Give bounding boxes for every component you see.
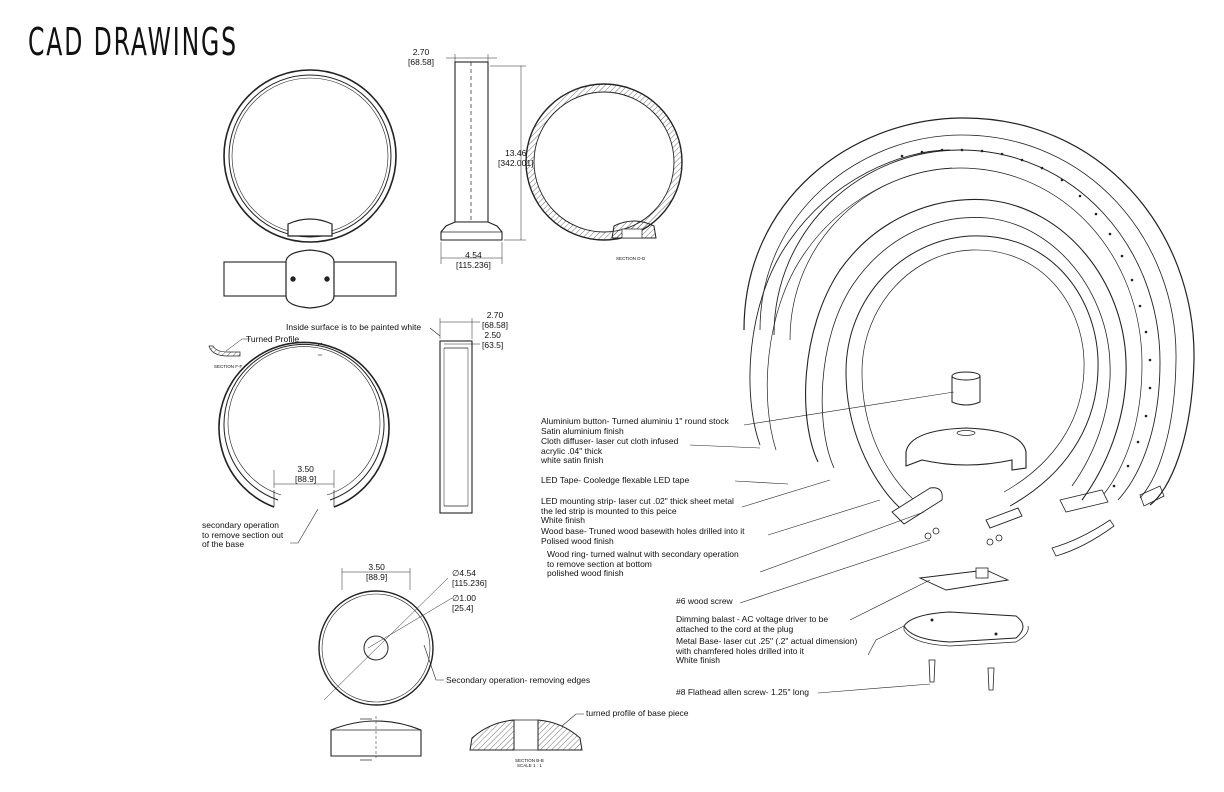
callout-line: acrylic .04" thick (541, 445, 603, 456)
section-bb-scale: SCALE 1 : 1 (517, 763, 542, 768)
callout-line: to remove section at bottom (547, 558, 652, 569)
callout-dimming-ballast: Dimming balast - AC voltage driver to be… (676, 614, 829, 634)
callout-line: attached to the cord at the plug (676, 623, 794, 634)
dim-value: ∅4.54 (452, 568, 476, 578)
callout-line: white satin finish (541, 455, 604, 465)
dim-value: ∅1.00 (452, 593, 476, 603)
side-view-column (440, 54, 526, 264)
exploded-assembly (743, 117, 1195, 691)
dim-ring-inner: 2.50 [63.5] (482, 330, 503, 350)
page-title: CAD DRAWINGS (28, 20, 238, 64)
note-line: secondary operation (202, 520, 280, 530)
callout-line: Wood base- Truned wood basewith holes dr… (541, 526, 745, 536)
dim-value: 2.70 (486, 310, 504, 320)
dim-outer-diameter: ∅4.54 [115.236] (452, 568, 487, 588)
callout-line: polished wood finish (547, 568, 624, 578)
callout-aluminium-button: Aluminium button- Turned aluminiu 1" rou… (541, 416, 729, 436)
note-turned-base-profile: turned profile of base piece (586, 708, 689, 718)
dim-value-mm: [115.236] (456, 260, 491, 270)
callout-leaders (689, 391, 955, 694)
dim-value-mm: [342.001] (498, 158, 534, 168)
dim-side-width: 2.70 [68.58] (408, 47, 434, 67)
callout-flathead-screw: #8 Flathead allen screw- 1.25" long (676, 687, 809, 698)
callout-line: Metal Base- laser cut .25" (.2" actual d… (676, 636, 858, 646)
callout-line: the led strip is mounted to this peice (541, 505, 677, 516)
section-bb-label: SECTION B-B SCALE 1 : 1 (515, 758, 544, 768)
callout-line: with chamfered holes drilled into it (676, 645, 805, 656)
callout-line: LED Tape- Cooledge flexable LED tape (541, 475, 690, 485)
callout-led-tape: LED Tape- Cooledge flexable LED tape (541, 475, 690, 486)
callout-line: Satin aluminium finish (541, 425, 624, 436)
note-secondary-operation: secondary operation to remove section ou… (202, 520, 284, 550)
callout-line: Wood ring- turned walnut with secondary … (547, 549, 739, 559)
dim-value-mm: [115.236] (452, 578, 487, 588)
callout-cloth-diffuser: Cloth diffuser- laser cut cloth infused … (541, 436, 679, 466)
note-line: of the base (202, 539, 245, 549)
callout-line: Polised wood finish (541, 535, 614, 546)
base-top-view (318, 568, 453, 706)
callout-line: LED mounting strip- laser cut .02" thick… (541, 496, 734, 506)
base-side-view (330, 716, 422, 761)
dim-value-mm: [68.58] (408, 57, 434, 67)
dim-cut-width: 3.50 [88.9] (295, 464, 316, 484)
ring-side-view (439, 318, 480, 514)
callout-line: Cloth diffuser- laser cut cloth infused (541, 436, 679, 446)
dim-height: 13.46 [342.001] (498, 148, 533, 168)
note-line: to remove section out (202, 529, 284, 540)
callout-line: White finish (541, 515, 585, 525)
dim-value: 3.50 (368, 562, 385, 572)
section-dd-label: SECTION D-D (616, 256, 646, 261)
dim-value-mm: [25.4] (452, 603, 474, 613)
section-dd-ring (525, 83, 683, 241)
front-view-ring (223, 69, 397, 243)
section-ff-label: SECTION F-F (214, 364, 243, 369)
dim-value-mm: [88.9] (366, 572, 388, 582)
callout-metal-base: Metal Base- laser cut .25" (.2" actual d… (676, 636, 858, 666)
callout-line: Aluminium button- Turned aluminiu 1" rou… (541, 416, 729, 426)
dim-ring-width: 2.70 [68.58] (482, 310, 508, 330)
dim-hole-diameter: ∅1.00 [25.4] (452, 593, 476, 613)
callout-line: White finish (676, 655, 720, 665)
callout-wood-base: Wood base- Truned wood basewith holes dr… (541, 526, 745, 546)
callout-wood-screw: #6 wood screw (676, 596, 733, 607)
callout-led-mounting-strip: LED mounting strip- laser cut .02" thick… (541, 496, 734, 526)
section-ff-ring (208, 327, 441, 544)
callout-wood-ring: Wood ring- turned walnut with secondary … (547, 549, 739, 579)
top-view-base (223, 249, 397, 309)
callout-line: #6 wood screw (676, 596, 733, 606)
section-bb-title: SECTION B-B (515, 758, 544, 763)
dim-value-mm: [68.58] (482, 320, 508, 330)
dim-value-mm: [63.5] (482, 340, 504, 350)
note-inside-surface: Inside surface is to be painted white (286, 322, 422, 332)
section-bb (469, 713, 584, 751)
dim-value-mm: [88.9] (295, 474, 317, 484)
dim-base-diameter: 3.50 [88.9] (366, 562, 387, 582)
dim-value: 2.70 (412, 47, 430, 57)
note-turned-profile: Turned Profile (246, 334, 300, 344)
dim-value: 2.50 (484, 330, 501, 340)
callout-line: Dimming balast - AC voltage driver to be (676, 614, 829, 624)
note-secondary-edges: Secondary operation- removing edges (446, 675, 591, 685)
callout-line: #8 Flathead allen screw- 1.25" long (676, 687, 809, 697)
dim-value: 3.50 (297, 464, 314, 474)
dim-base-width: 4.54 [115.236] (456, 250, 491, 270)
dim-value: 4.54 (465, 250, 482, 260)
dim-value: 13.46 (505, 148, 527, 158)
